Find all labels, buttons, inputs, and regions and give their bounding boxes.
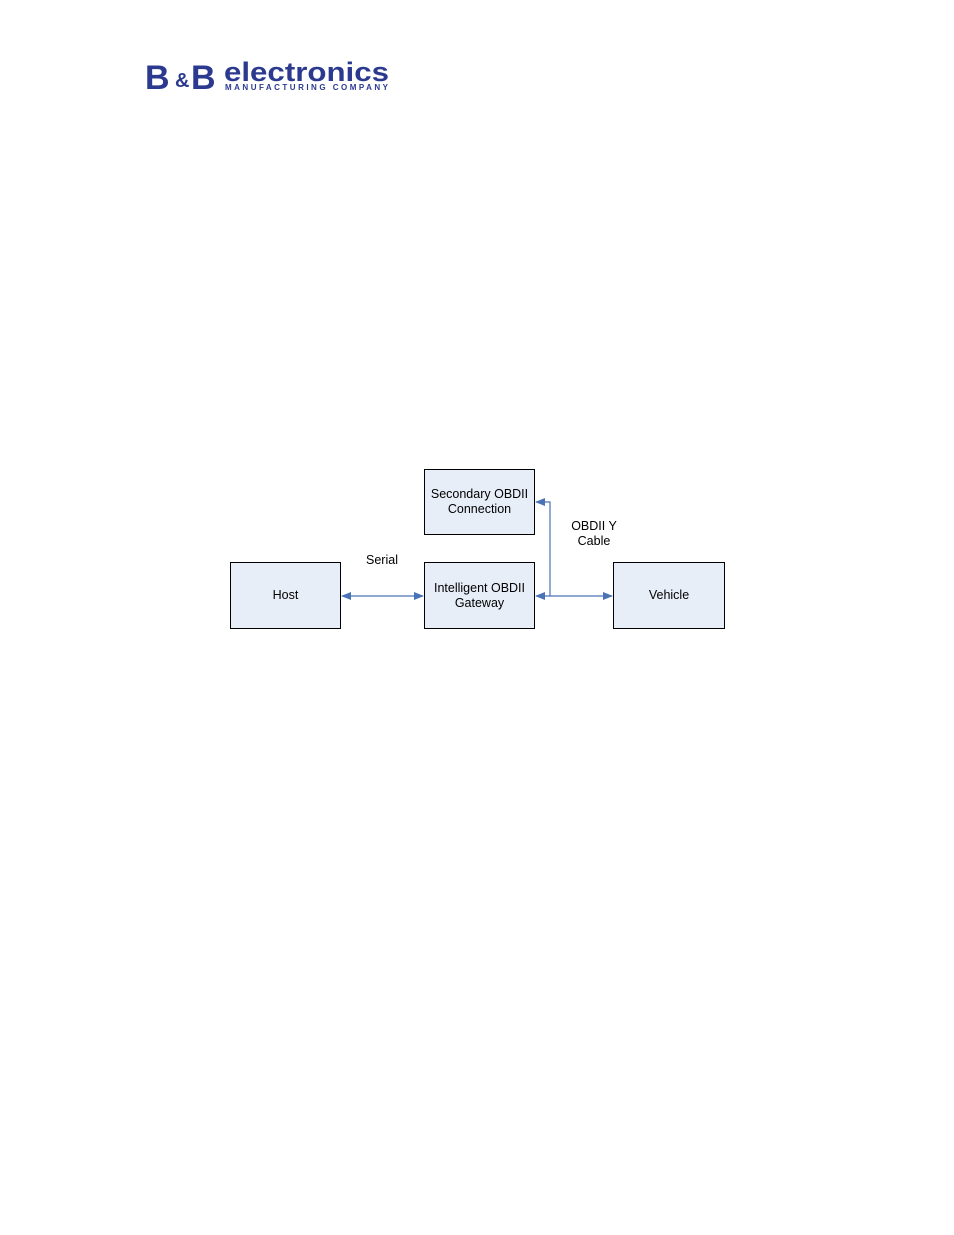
node-secondary-label: Secondary OBDII Connection [431, 487, 528, 517]
edge-label-obdii-y-cable: OBDII Y Cable [559, 519, 629, 549]
node-vehicle: Vehicle [613, 562, 725, 629]
node-host-label: Host [273, 588, 299, 603]
edge-label-serial: Serial [352, 553, 412, 568]
node-host: Host [230, 562, 341, 629]
node-secondary-obdii-connection: Secondary OBDII Connection [424, 469, 535, 535]
node-intelligent-obdii-gateway: Intelligent OBDII Gateway [424, 562, 535, 629]
secondary-arrow [536, 502, 550, 596]
node-vehicle-label: Vehicle [649, 588, 689, 603]
node-gateway-label: Intelligent OBDII Gateway [434, 581, 525, 611]
